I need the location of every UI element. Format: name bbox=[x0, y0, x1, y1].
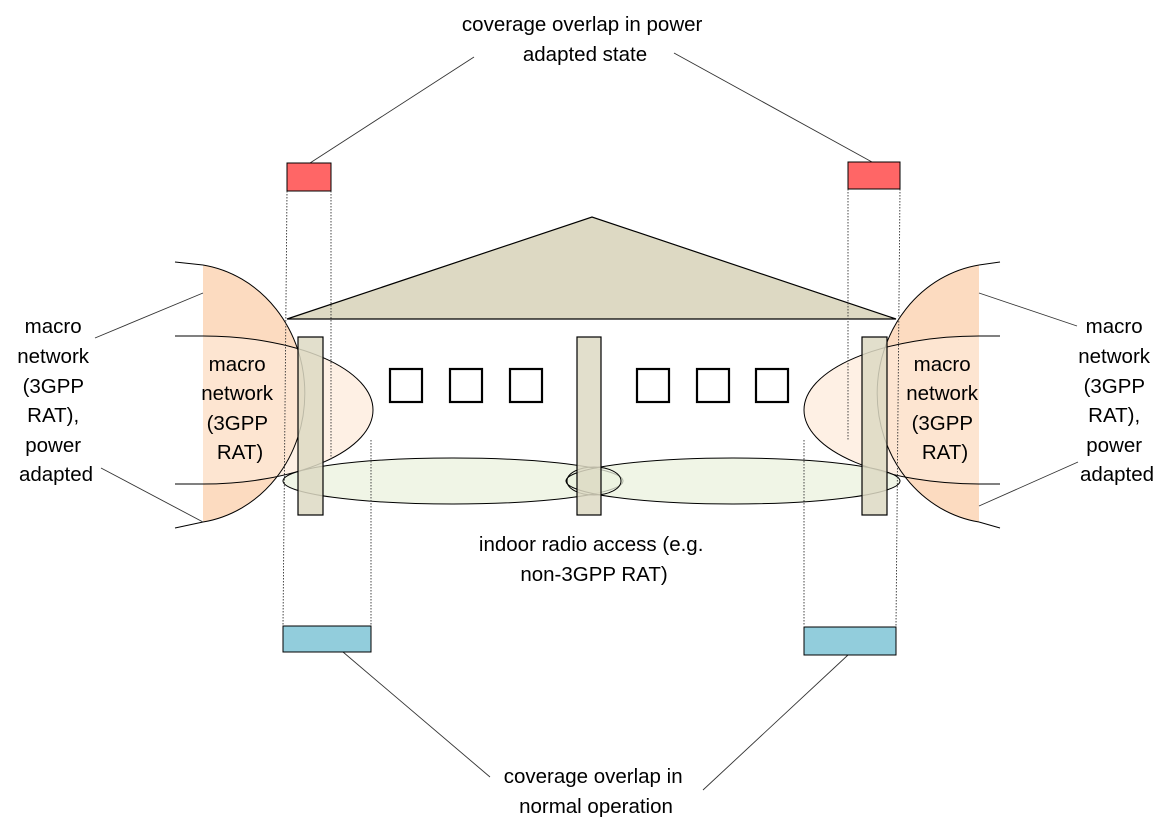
macro-outer-label-left: macro network (3GPP RAT), power adapted bbox=[17, 315, 94, 486]
label-line: macro bbox=[1086, 315, 1143, 338]
label-line: non-3GPP RAT) bbox=[520, 563, 667, 586]
label-line: adapted state bbox=[523, 43, 647, 66]
window bbox=[635, 367, 671, 404]
macro-inner-label-right: macro network (3GPP RAT) bbox=[906, 353, 983, 464]
label-line: RAT) bbox=[217, 441, 263, 464]
indoor-access-label: indoor radio access (e.g. non-3GPP RAT) bbox=[479, 533, 709, 586]
label-line: adapted bbox=[1080, 463, 1154, 486]
macro-region-normal-left bbox=[202, 335, 374, 485]
window bbox=[448, 367, 484, 404]
label-line: network bbox=[17, 345, 90, 368]
label-line: (3GPP bbox=[912, 412, 973, 435]
access-point-pillar-right bbox=[861, 336, 888, 516]
label-line: RAT), bbox=[27, 404, 79, 427]
label-line: macro bbox=[209, 353, 266, 376]
normal-overlap-label: coverage overlap in normal operation bbox=[504, 765, 689, 817]
building-windows bbox=[388, 367, 790, 404]
coverage-lines-left bbox=[174, 261, 204, 529]
normal-overlap-box-left bbox=[282, 625, 372, 653]
projection-lines bbox=[282, 188, 901, 627]
window bbox=[695, 367, 731, 404]
label-line: macro bbox=[914, 353, 971, 376]
label-line: (3GPP bbox=[23, 375, 84, 398]
power-adapted-overlap-box-left bbox=[286, 162, 332, 192]
label-line: network bbox=[1078, 345, 1151, 368]
macro-inner-label-left: macro network (3GPP RAT) bbox=[201, 353, 278, 464]
label-line: coverage overlap in bbox=[504, 765, 683, 788]
label-line: macro bbox=[25, 315, 82, 338]
access-point-pillar-left bbox=[297, 336, 324, 516]
label-line: indoor radio access (e.g. bbox=[479, 533, 703, 556]
label-line: (3GPP bbox=[207, 412, 268, 435]
power-adapted-overlap-box-right bbox=[847, 161, 901, 190]
window bbox=[754, 367, 790, 404]
label-line: adapted bbox=[19, 463, 93, 486]
normal-overlap-box-right bbox=[803, 626, 897, 656]
label-line: RAT), bbox=[1088, 404, 1140, 427]
macro-outer-label-right: macro network (3GPP RAT), power adapted bbox=[1078, 315, 1155, 486]
leader-lines bbox=[94, 52, 1079, 791]
building-roof bbox=[286, 216, 897, 320]
window bbox=[508, 367, 544, 404]
power-adapted-overlap-label: coverage overlap in power adapted state bbox=[462, 13, 708, 66]
indoor-coverage-right bbox=[565, 457, 901, 505]
label-line: RAT) bbox=[922, 441, 968, 464]
coverage-lines-right bbox=[978, 261, 1001, 529]
label-line: coverage overlap in power bbox=[462, 13, 703, 36]
label-line: network bbox=[906, 382, 979, 405]
label-line: power bbox=[1086, 434, 1142, 457]
label-line: power bbox=[25, 434, 81, 457]
label-line: (3GPP bbox=[1084, 375, 1145, 398]
label-line: network bbox=[201, 382, 274, 405]
label-line: normal operation bbox=[519, 795, 673, 817]
access-point-pillar-center bbox=[576, 336, 602, 516]
window bbox=[388, 367, 424, 404]
